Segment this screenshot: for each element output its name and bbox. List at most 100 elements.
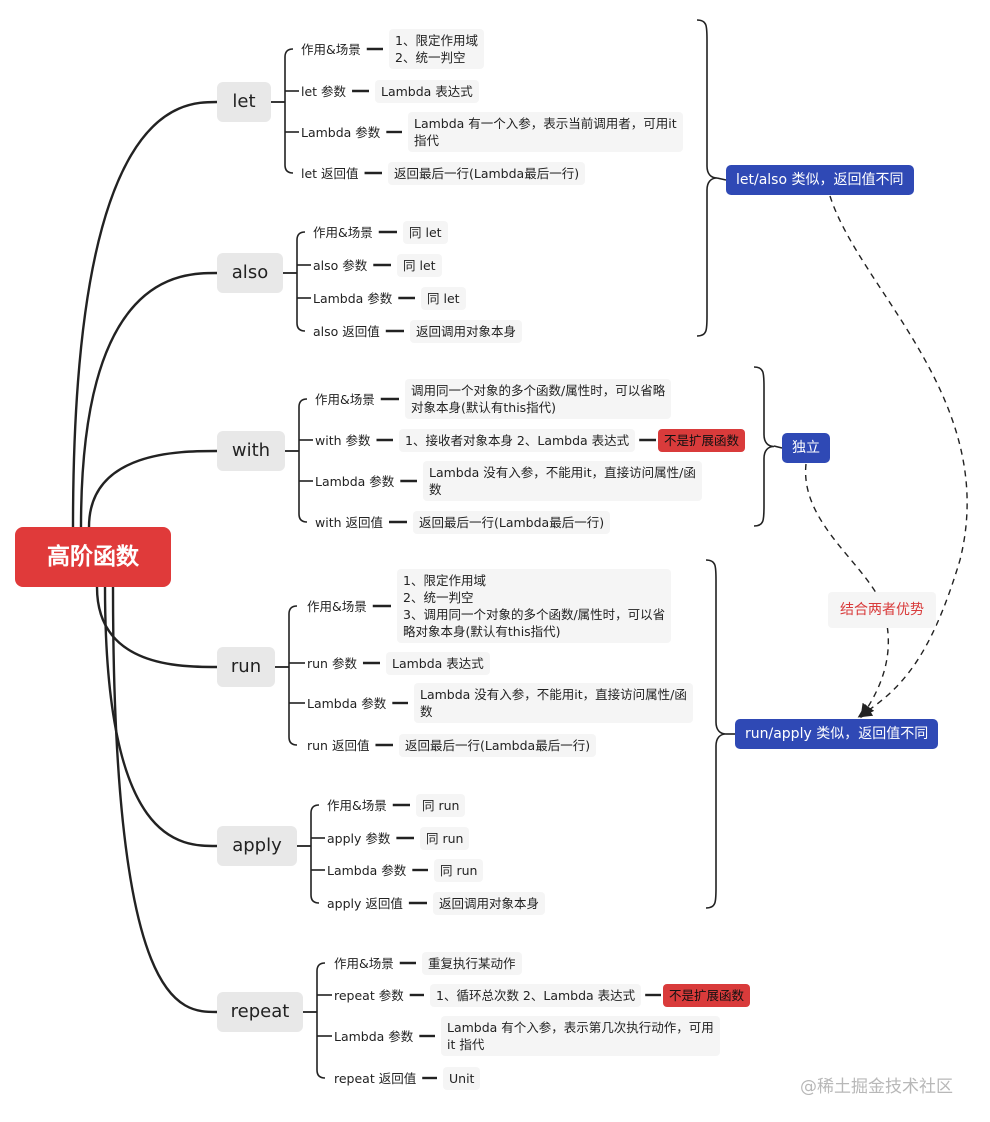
item-label[interactable]: 作用&场景: [313, 225, 373, 240]
item-label[interactable]: 作用&场景: [307, 599, 367, 614]
root-node[interactable]: 高阶函数: [15, 527, 171, 587]
item-label[interactable]: Lambda 参数: [301, 125, 381, 140]
root-connector-let: [71, 100, 218, 528]
dashed-arrow-let-also: [829, 195, 968, 718]
summary-with[interactable]: 独立: [782, 433, 830, 463]
item-label[interactable]: with 返回值: [315, 515, 383, 530]
branch-apply[interactable]: apply: [217, 826, 297, 866]
branch-bracket-apply: [310, 804, 320, 904]
item-label[interactable]: run 参数: [307, 656, 357, 671]
item-value[interactable]: 同 run: [420, 826, 470, 850]
item-value-line: Lambda 有个入参，表示第几次执行动作，可用: [447, 1020, 714, 1035]
item-value-line: 重复执行某动作: [428, 955, 516, 971]
combine-note: 结合两者优势: [828, 592, 936, 628]
item-value[interactable]: 1、限定作用域 2、统一判空: [389, 29, 484, 69]
item-label[interactable]: Lambda 参数: [313, 291, 393, 306]
item-value-line: 同 run: [422, 797, 460, 813]
item-value-line: 调用同一个对象的多个函数/属性时，可以省略: [411, 383, 666, 398]
item-label[interactable]: 作用&场景: [301, 42, 361, 57]
item-value-line: 3、调用同一个对象的多个函数/属性时，可以省: [403, 607, 666, 622]
item-value[interactable]: 同 let: [403, 220, 448, 244]
item-label[interactable]: apply 参数: [327, 831, 391, 846]
item-value-line: 对象本身(默认有this指代): [411, 400, 557, 415]
item-value[interactable]: 1、循环总次数 2、Lambda 表达式: [430, 983, 642, 1007]
item-value-line: 返回最后一行(Lambda最后一行): [394, 165, 580, 181]
item-value-line: 同 run: [440, 862, 478, 878]
item-label[interactable]: run 返回值: [307, 738, 370, 753]
item-value-line: 2、统一判空: [403, 590, 474, 605]
item-value[interactable]: 1、接收者对象本身 2、Lambda 表达式: [399, 428, 636, 452]
item-label[interactable]: with 参数: [315, 433, 371, 448]
item-value[interactable]: Lambda 没有入参，不能用it，直接访问属性/函数: [423, 461, 702, 501]
item-value-line: 1、限定作用域: [395, 33, 478, 48]
item-label[interactable]: repeat 返回值: [334, 1071, 417, 1086]
root-connector-also: [79, 271, 218, 528]
item-value[interactable]: 返回最后一行(Lambda最后一行): [413, 510, 611, 534]
item-value-line: 略对象本身(默认有this指代): [403, 624, 561, 639]
branch-bracket-let: [284, 48, 294, 174]
item-label[interactable]: let 返回值: [301, 166, 359, 181]
item-label[interactable]: let 参数: [301, 84, 347, 99]
item-value-line: it 指代: [447, 1037, 485, 1052]
item-value-line: 2、统一判空: [395, 50, 466, 65]
item-value-line: 返回最后一行(Lambda最后一行): [419, 514, 605, 530]
item-value-line: Lambda 没有入参，不能用it，直接访问属性/函: [429, 465, 696, 480]
item-value[interactable]: 同 let: [397, 253, 442, 277]
item-value[interactable]: 调用同一个对象的多个函数/属性时，可以省略对象本身(默认有this指代): [405, 379, 672, 419]
item-value[interactable]: 返回调用对象本身: [410, 319, 523, 343]
item-value[interactable]: 同 run: [416, 793, 466, 817]
summary-run-apply[interactable]: run/apply 类似，返回值不同: [735, 719, 939, 749]
item-value-line: 同 run: [426, 830, 464, 846]
item-value[interactable]: Lambda 表达式: [386, 651, 490, 675]
item-value-line: Lambda 表达式: [392, 655, 484, 671]
branch-bracket-repeat: [316, 962, 326, 1079]
item-value-line: 返回调用对象本身: [416, 323, 517, 339]
item-value[interactable]: 重复执行某动作: [422, 951, 522, 975]
item-label[interactable]: Lambda 参数: [327, 863, 407, 878]
brace-with: [753, 366, 775, 527]
item-value-line: Lambda 没有入参，不能用it，直接访问属性/函: [420, 687, 687, 702]
branch-repeat[interactable]: repeat: [217, 992, 303, 1032]
item-value-line: Unit: [449, 1070, 475, 1086]
item-value-line: 返回最后一行(Lambda最后一行): [405, 737, 591, 753]
summary-let-also[interactable]: let/also 类似，返回值不同: [726, 165, 914, 195]
root-connector-run: [95, 586, 218, 669]
branch-let[interactable]: let: [217, 82, 271, 122]
item-value[interactable]: 1、限定作用域 2、统一判空 3、调用同一个对象的多个函数/属性时，可以省略对象本身…: [397, 569, 672, 643]
item-label[interactable]: also 参数: [313, 258, 368, 273]
branch-also[interactable]: also: [217, 253, 283, 293]
item-value[interactable]: 返回最后一行(Lambda最后一行): [388, 161, 586, 185]
root-connector-apply: [103, 586, 218, 848]
item-value-line: 同 let: [403, 257, 436, 273]
not-extension-tag[interactable]: 不是扩展函数: [663, 984, 751, 1007]
brace-run-apply: [705, 559, 727, 909]
item-label[interactable]: apply 返回值: [327, 896, 403, 911]
branch-run[interactable]: run: [217, 647, 275, 687]
item-label[interactable]: 作用&场景: [334, 956, 394, 971]
item-value[interactable]: 返回调用对象本身: [433, 891, 546, 915]
item-label[interactable]: Lambda 参数: [334, 1029, 414, 1044]
not-extension-tag[interactable]: 不是扩展函数: [658, 429, 746, 452]
item-value[interactable]: 同 run: [434, 858, 484, 882]
item-value-line: Lambda 表达式: [381, 83, 473, 99]
item-value[interactable]: 同 let: [421, 286, 466, 310]
item-label[interactable]: 作用&场景: [315, 392, 375, 407]
brace-link-let-also: [716, 177, 727, 181]
item-value[interactable]: 返回最后一行(Lambda最后一行): [399, 733, 597, 757]
item-label[interactable]: also 返回值: [313, 324, 380, 339]
item-label[interactable]: Lambda 参数: [307, 696, 387, 711]
item-value[interactable]: Lambda 表达式: [375, 79, 479, 103]
item-value-line: 1、限定作用域: [403, 573, 486, 588]
item-value-line: 1、接收者对象本身 2、Lambda 表达式: [405, 432, 630, 448]
item-value-line: 同 let: [409, 224, 442, 240]
branch-bracket-with: [298, 398, 308, 523]
item-label[interactable]: 作用&场景: [327, 798, 387, 813]
item-value[interactable]: Lambda 有个入参，表示第几次执行动作，可用 it 指代: [441, 1016, 720, 1056]
item-label[interactable]: Lambda 参数: [315, 474, 395, 489]
item-value[interactable]: Lambda 没有入参，不能用it，直接访问属性/函数: [414, 683, 693, 723]
item-value-line: 指代: [414, 133, 440, 148]
item-value[interactable]: Unit: [443, 1066, 481, 1090]
branch-with[interactable]: with: [217, 431, 285, 471]
item-label[interactable]: repeat 参数: [334, 988, 404, 1003]
